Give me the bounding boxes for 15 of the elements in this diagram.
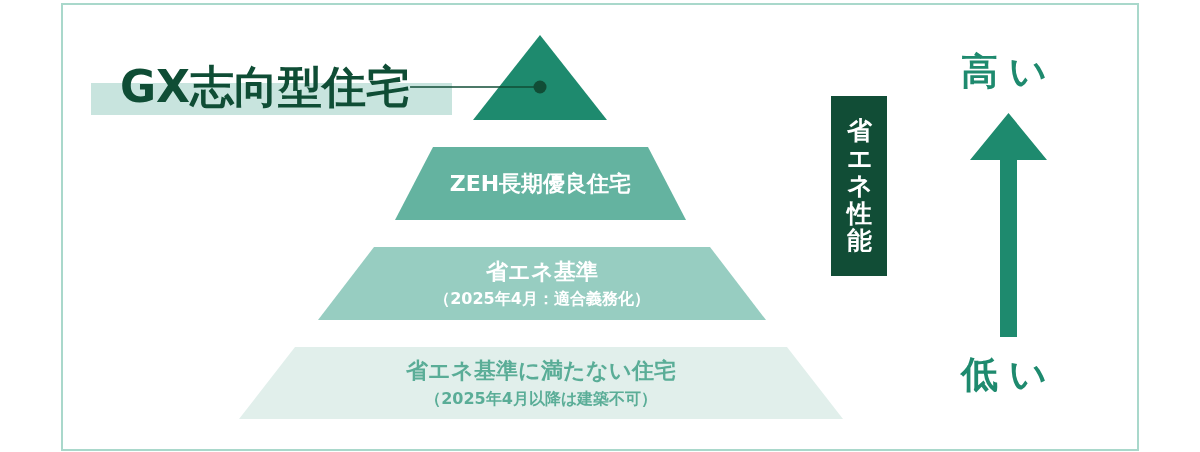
pyramid-tier [318, 247, 766, 320]
tier-note: （2025年4月以降は建築不可） [425, 388, 657, 409]
axis-title-panel [831, 96, 887, 276]
pyramid-tier [239, 347, 843, 419]
pyramid-tier [395, 147, 686, 220]
leader-line [409, 80, 547, 94]
heading-label: GX志向型住宅 [120, 65, 411, 109]
pyramid-apex [473, 35, 607, 120]
tier-note: （2025年4月：適合義務化） [434, 289, 650, 310]
tier-label: 省エネ性能 [846, 117, 872, 255]
scale-label: 低い [961, 356, 1059, 393]
tier-label: ZEH長期優良住宅 [449, 169, 632, 198]
tier-label: 省エネ基準に満たない住宅 [406, 357, 676, 385]
scale-label: 高い [961, 53, 1059, 90]
tier-label: 省エネ基準 [486, 257, 598, 286]
